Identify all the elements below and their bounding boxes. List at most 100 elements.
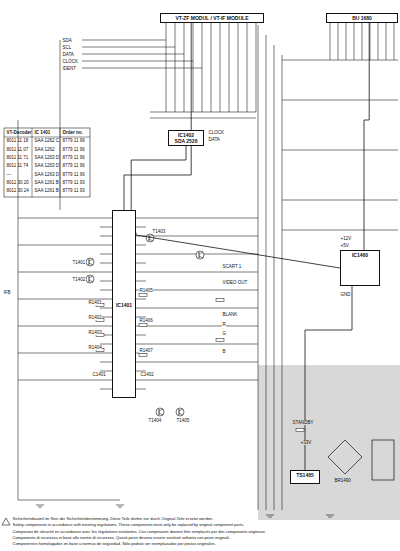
wire [274,45,275,510]
wire [18,272,112,273]
wire [136,362,258,363]
signal-label: R1403 [88,330,102,335]
table-cell: 8779 11 96 [62,155,85,160]
wire [136,380,258,381]
signal-label: VIDEO OUT [222,280,248,285]
ground-symbol [326,515,334,517]
transistor-symbol [156,408,164,416]
signal-wire [136,233,340,268]
table-cell: 8011 11 18 [6,138,29,143]
wire [18,500,120,501]
signal-label: R1406 [139,318,153,323]
wire [136,335,146,336]
resistor-symbol [296,429,304,432]
table-cell: 8011 11 71 [6,155,29,160]
signal-label: STANDBY [292,420,314,425]
table-cell: 8779 11 96 [62,147,85,152]
wire [386,22,387,60]
safety-note: Componentes homologados en base a normas… [12,541,216,546]
signal-label: DATA [62,52,74,57]
table-cell: 8779 11 96 [62,163,85,168]
wire [184,22,185,112]
shaded-region [258,365,400,520]
table-cell: SAA 1261 B [34,180,59,185]
wire [282,100,398,101]
safety-note: Componente di sicurezza in base alle nor… [12,535,230,540]
wire [282,230,398,231]
bridge-rectifier [328,440,362,474]
wire [150,118,256,119]
connector-box: TS1485 [290,470,320,484]
table-cell: — [6,172,12,177]
wire [282,150,398,151]
wire [82,54,184,55]
wire [100,236,112,237]
order-table [4,128,90,197]
wire [136,236,258,237]
transistor-symbol [196,251,204,259]
table-cell: 8779 11 93 [62,188,85,193]
wire [100,281,112,282]
signal-label: +12V [340,236,352,241]
resistor-symbol [139,294,147,297]
wire [362,22,363,60]
signal-label: R1401 [88,300,102,305]
node-text: IC1401 [115,302,133,308]
ground-symbol [266,515,274,517]
signal-label: CLOCK [62,59,79,64]
wire [136,245,146,246]
table-cell: SAA 1261 B [34,188,59,193]
wire [136,218,258,219]
signal-label: T1401 [72,260,86,265]
signal-label: T1404 [148,418,162,423]
signal-label: +5V [340,243,349,248]
wire [82,68,202,69]
wire [193,22,194,112]
wire [136,344,258,345]
wire [60,40,61,210]
signal-label: C1401 [92,372,106,377]
wire [18,326,112,327]
wire [330,22,331,60]
wire [211,22,212,112]
wire [136,227,146,228]
signal-label: R1402 [88,315,102,320]
signal-wire [364,23,369,250]
node-text: TS1485 [293,472,317,478]
signal-label: SCL [62,45,72,50]
wire [282,55,283,510]
wire [100,308,112,309]
signal-label: IDENT [62,66,77,71]
signal-label: G [222,331,227,336]
table-cell: 8011 11 07 [6,147,29,152]
wire [354,22,355,60]
ic-chip: IC1401 [112,210,136,398]
wire [136,389,146,390]
table-cell: 8779 11 93 [62,180,85,185]
ground-symbol [116,505,124,507]
wire [100,389,112,390]
wire [258,25,259,510]
wire [100,263,112,264]
wire [136,281,146,282]
table-cell: SAA 1262 [34,147,55,152]
resistor-symbol [216,299,224,302]
wire [18,353,112,354]
table-cell: SAA 1263 D [34,172,60,177]
signal-label: BLANK [222,312,238,317]
ic-chip: IC1460 [340,250,380,286]
node-text: IC1402 [171,132,201,138]
node-text: VT-ZF MODUL / VT-IF MODULE [163,15,261,21]
signal-label: CLOCK [208,130,225,135]
transistor-symbol [176,408,184,416]
wire [82,47,175,48]
transistor-symbol [86,258,94,266]
signal-label: +33V [300,440,312,445]
wire [238,22,239,112]
ic-chip: IC1402SDA 2526 [168,130,204,146]
signal-label: R1404 [88,345,102,350]
wire [136,326,258,327]
wire [175,22,176,112]
table-cell: 8011 30 24 [6,188,29,193]
